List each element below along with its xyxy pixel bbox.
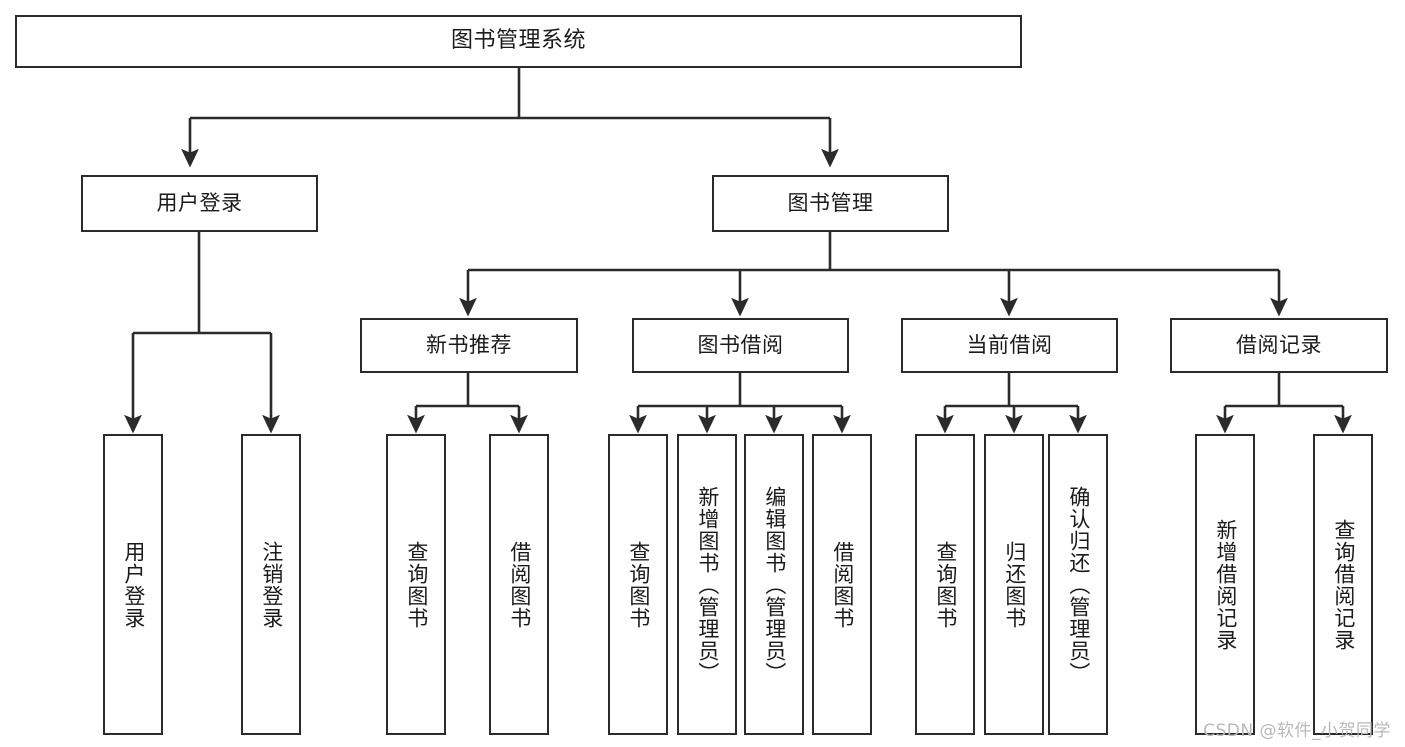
node-new-book-recommend-label: 新书推荐 (426, 332, 512, 357)
node-leaf-query-book-c-label: 查询图书 (933, 540, 958, 629)
node-leaf-user-login-label: 用户登录 (121, 540, 146, 629)
node-current-borrow-label: 当前借阅 (966, 332, 1053, 357)
node-book-borrow[interactable]: 图书借阅 (632, 318, 849, 373)
node-borrow-record-label: 借阅记录 (1236, 332, 1322, 357)
node-leaf-confirm-return-admin[interactable]: 确认归还（管理员） (1048, 434, 1108, 735)
node-leaf-query-borrow-record-label: 查询借阅记录 (1331, 518, 1356, 651)
node-user-login-label: 用户登录 (156, 190, 243, 215)
node-current-borrow[interactable]: 当前借阅 (901, 318, 1118, 373)
node-leaf-query-book-a[interactable]: 查询图书 (386, 434, 446, 735)
node-root-system[interactable]: 图书管理系统 (15, 15, 1022, 68)
node-leaf-borrow-book-b-label: 借阅图书 (830, 540, 855, 629)
node-book-borrow-label: 图书借阅 (697, 332, 784, 357)
node-root-system-label: 图书管理系统 (450, 28, 586, 54)
node-leaf-borrow-book-a[interactable]: 借阅图书 (489, 434, 549, 735)
node-leaf-logout-label: 注销登录 (259, 540, 284, 629)
node-leaf-borrow-book-a-label: 借阅图书 (507, 540, 532, 629)
node-new-book-recommend[interactable]: 新书推荐 (360, 318, 578, 373)
node-leaf-query-book-c[interactable]: 查询图书 (915, 434, 975, 735)
node-leaf-edit-book-admin[interactable]: 编辑图书（管理员） (744, 434, 804, 735)
node-leaf-user-login[interactable]: 用户登录 (103, 434, 163, 735)
node-leaf-borrow-book-b[interactable]: 借阅图书 (812, 434, 872, 735)
node-user-login[interactable]: 用户登录 (81, 175, 318, 232)
node-leaf-return-book[interactable]: 归还图书 (984, 434, 1044, 735)
node-leaf-add-borrow-record[interactable]: 新增借阅记录 (1195, 434, 1255, 735)
node-leaf-query-book-a-label: 查询图书 (404, 540, 429, 629)
node-leaf-return-book-label: 归还图书 (1002, 540, 1027, 629)
node-leaf-logout[interactable]: 注销登录 (241, 434, 301, 735)
node-leaf-add-book-admin[interactable]: 新增图书（管理员） (677, 434, 737, 735)
node-leaf-confirm-return-admin-label: 确认归还（管理员） (1066, 485, 1091, 684)
node-book-manage[interactable]: 图书管理 (712, 175, 949, 232)
watermark: CSDN @软件_小贺同学 (1203, 721, 1391, 741)
node-leaf-query-book-b[interactable]: 查询图书 (608, 434, 668, 735)
node-leaf-edit-book-admin-label: 编辑图书（管理员） (762, 485, 787, 684)
node-leaf-add-book-admin-label: 新增图书（管理员） (695, 485, 720, 684)
node-leaf-query-book-b-label: 查询图书 (626, 540, 651, 629)
node-leaf-query-borrow-record[interactable]: 查询借阅记录 (1313, 434, 1373, 735)
node-leaf-add-borrow-record-label: 新增借阅记录 (1213, 518, 1238, 651)
node-book-manage-label: 图书管理 (787, 190, 874, 215)
node-borrow-record[interactable]: 借阅记录 (1170, 318, 1388, 373)
